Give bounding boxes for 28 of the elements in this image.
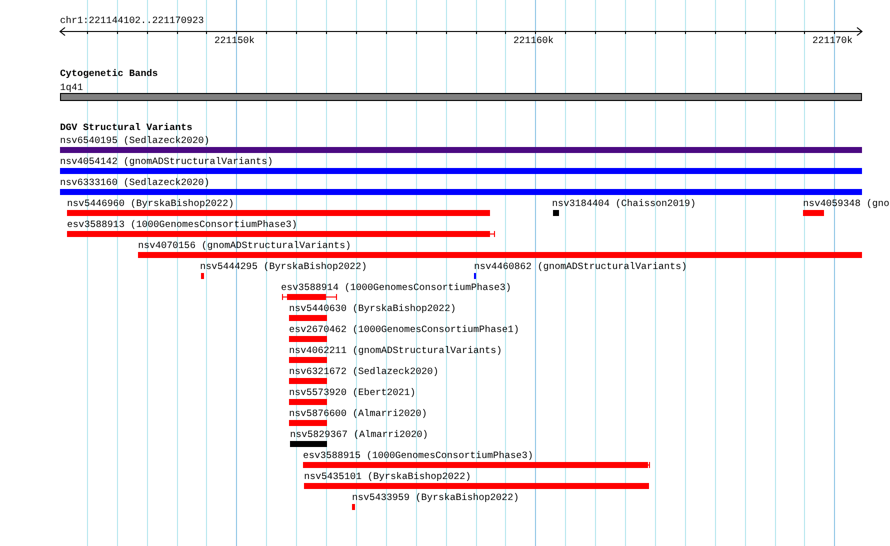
feature-label: nsv5444295 (ByrskaBishop2022) xyxy=(200,261,367,272)
feature-label: nsv6540195 (Sedlazeck2020) xyxy=(60,135,210,146)
track-heading: Cytogenetic Bands xyxy=(60,68,158,79)
feature-label: esv2670462 (1000GenomesConsortiumPhase1) xyxy=(289,324,520,335)
feature-label: nsv3184404 (Chaisson2019) xyxy=(552,198,696,209)
feature-label: esv3588914 (1000GenomesConsortiumPhase3) xyxy=(281,282,512,293)
feature-label: nsv4059348 (gno xyxy=(803,198,890,209)
feature-label: nsv4070156 (gnomADStructuralVariants) xyxy=(138,240,352,251)
feature-label: nsv5446960 (ByrskaBishop2022) xyxy=(67,198,234,209)
feature-label: nsv5440630 (ByrskaBishop2022) xyxy=(289,303,456,314)
tick-label: 221150k xyxy=(214,35,255,46)
feature-label: esv3588913 (1000GenomesConsortiumPhase3) xyxy=(67,219,298,230)
feature-label: nsv5433959 (ByrskaBishop2022) xyxy=(352,492,519,503)
feature-label: nsv5876600 (Almarri2020) xyxy=(289,408,428,419)
feature-label: nsv4054142 (gnomADStructuralVariants) xyxy=(60,156,274,167)
feature-label: nsv5829367 (Almarri2020) xyxy=(290,429,428,440)
feature-label: nsv4460862 (gnomADStructuralVariants) xyxy=(474,261,688,272)
track-heading: DGV Structural Variants xyxy=(60,122,192,133)
region-title: chr1:221144102..221170923 xyxy=(60,15,204,26)
cytoband-label: 1q41 xyxy=(60,82,84,93)
feature-label: nsv5573920 (Ebert2021) xyxy=(289,387,416,398)
feature-label: nsv5435101 (ByrskaBishop2022) xyxy=(304,471,471,482)
tick-label: 221170k xyxy=(812,35,853,46)
feature-label: esv3588915 (1000GenomesConsortiumPhase3) xyxy=(303,450,534,461)
tick-label: 221160k xyxy=(513,35,554,46)
feature-label: nsv4062211 (gnomADStructuralVariants) xyxy=(289,345,502,356)
feature-label: nsv6333160 (Sedlazeck2020) xyxy=(60,177,210,188)
feature-label: nsv6321672 (Sedlazeck2020) xyxy=(289,366,439,377)
